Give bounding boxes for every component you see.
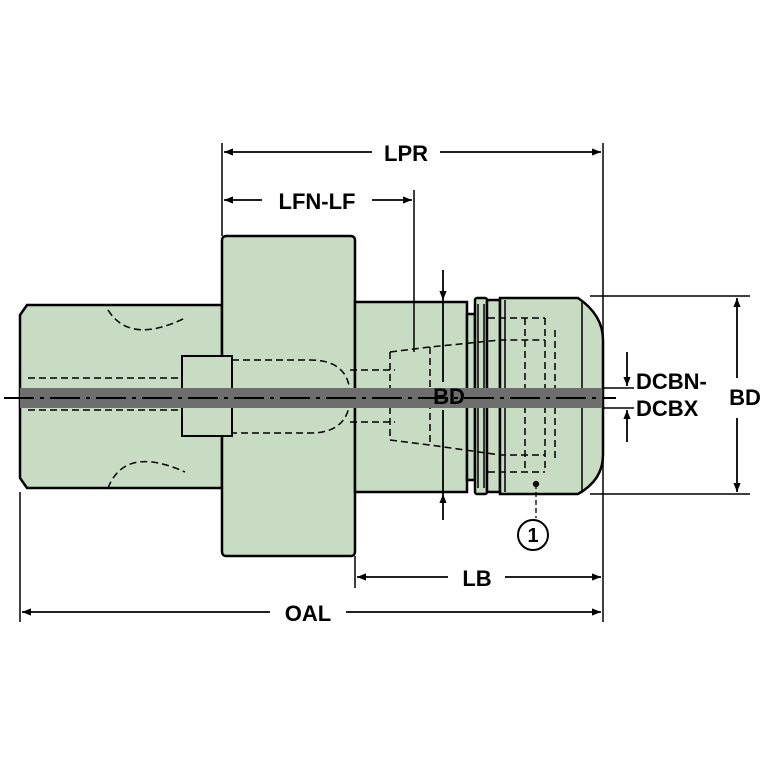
callout-number: 1: [527, 525, 538, 547]
label-dcbx: DCBX: [636, 396, 699, 421]
label-lb: LB: [462, 566, 491, 591]
label-bd-inner: BD: [433, 384, 465, 409]
label-lpr: LPR: [384, 141, 428, 166]
label-dcbn: DCBN-: [636, 369, 707, 394]
callout-leader: [532, 480, 540, 518]
centerline-band: [20, 388, 603, 408]
extension-lines: [19, 143, 750, 622]
dimension-lines: [22, 148, 741, 616]
label-lfn-lf: LFN-LF: [279, 189, 356, 214]
label-bd-outer: BD: [729, 385, 761, 410]
callout-circle: [517, 519, 549, 551]
label-oal: OAL: [285, 601, 331, 626]
